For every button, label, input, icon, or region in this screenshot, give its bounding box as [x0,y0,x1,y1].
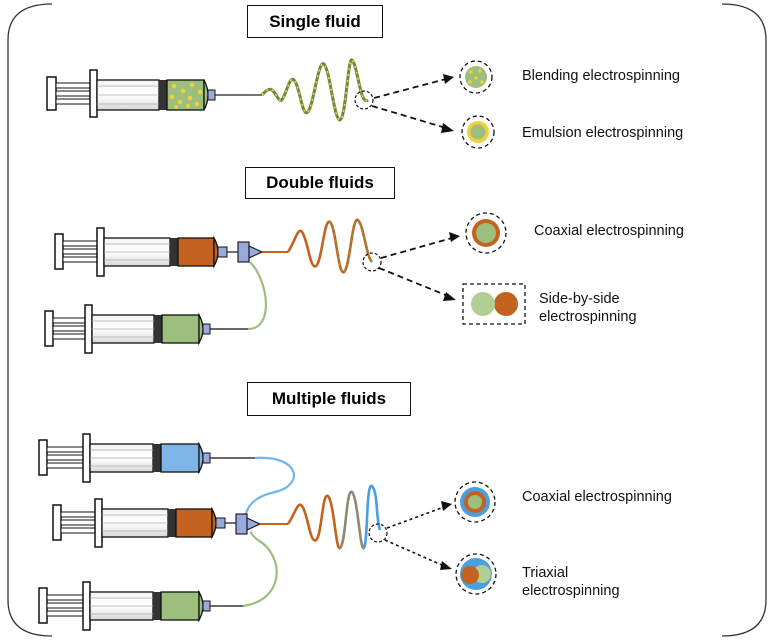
label-side-by-side-electrospinning: Side-by-side electrospinning [539,290,637,326]
label-side-by-side-line1: Side-by-side [539,291,620,307]
label-triaxial-line1: Triaxial [522,565,569,581]
multiple-fluids-syringe-orange [52,498,236,548]
double-fluids-syringe-orange [54,227,238,277]
multiple-fluids-jet [286,484,388,550]
label-coaxial-electrospinning-multiple: Coaxial electrospinning [522,489,672,505]
section-title-multiple-fluids: Multiple fluids [247,382,411,416]
side-by-side-fiber-icon [462,283,526,325]
single-fluid-syringe [46,69,262,118]
label-emulsion-electrospinning: Emulsion electrospinning [522,125,684,141]
double-fluids-arrows [378,232,460,301]
coaxial-fiber-icon-multiple [454,481,496,523]
multiple-fluids-junction [235,513,288,535]
label-side-by-side-line2: electrospinning [539,309,637,325]
section-title-single-fluid: Single fluid [247,5,383,38]
label-blending-electrospinning: Blending electrospinning [522,68,680,84]
multiple-fluids-syringe-blue [38,433,295,525]
label-triaxial-electrospinning: Triaxial electrospinning [522,564,620,600]
coaxial-fiber-icon-double [465,212,507,254]
section-title-double-fluids: Double fluids [245,167,395,199]
multiple-fluids-syringe-green [38,531,278,631]
double-fluids-junction [237,241,288,263]
multiple-fluids-arrows [384,501,452,570]
double-fluids-syringe-green [44,261,268,354]
label-triaxial-line2: electrospinning [522,583,620,599]
emulsion-fiber-icon [461,115,495,149]
triaxial-fiber-icon [455,553,497,595]
frame-right-bracket [721,3,767,637]
label-coaxial-electrospinning-double: Coaxial electrospinning [534,223,684,239]
double-fluids-jet [286,218,382,274]
single-fluid-arrows [371,74,454,133]
frame-left-bracket [7,3,53,637]
blending-fiber-icon [459,60,493,94]
single-fluid-jet [260,58,374,122]
